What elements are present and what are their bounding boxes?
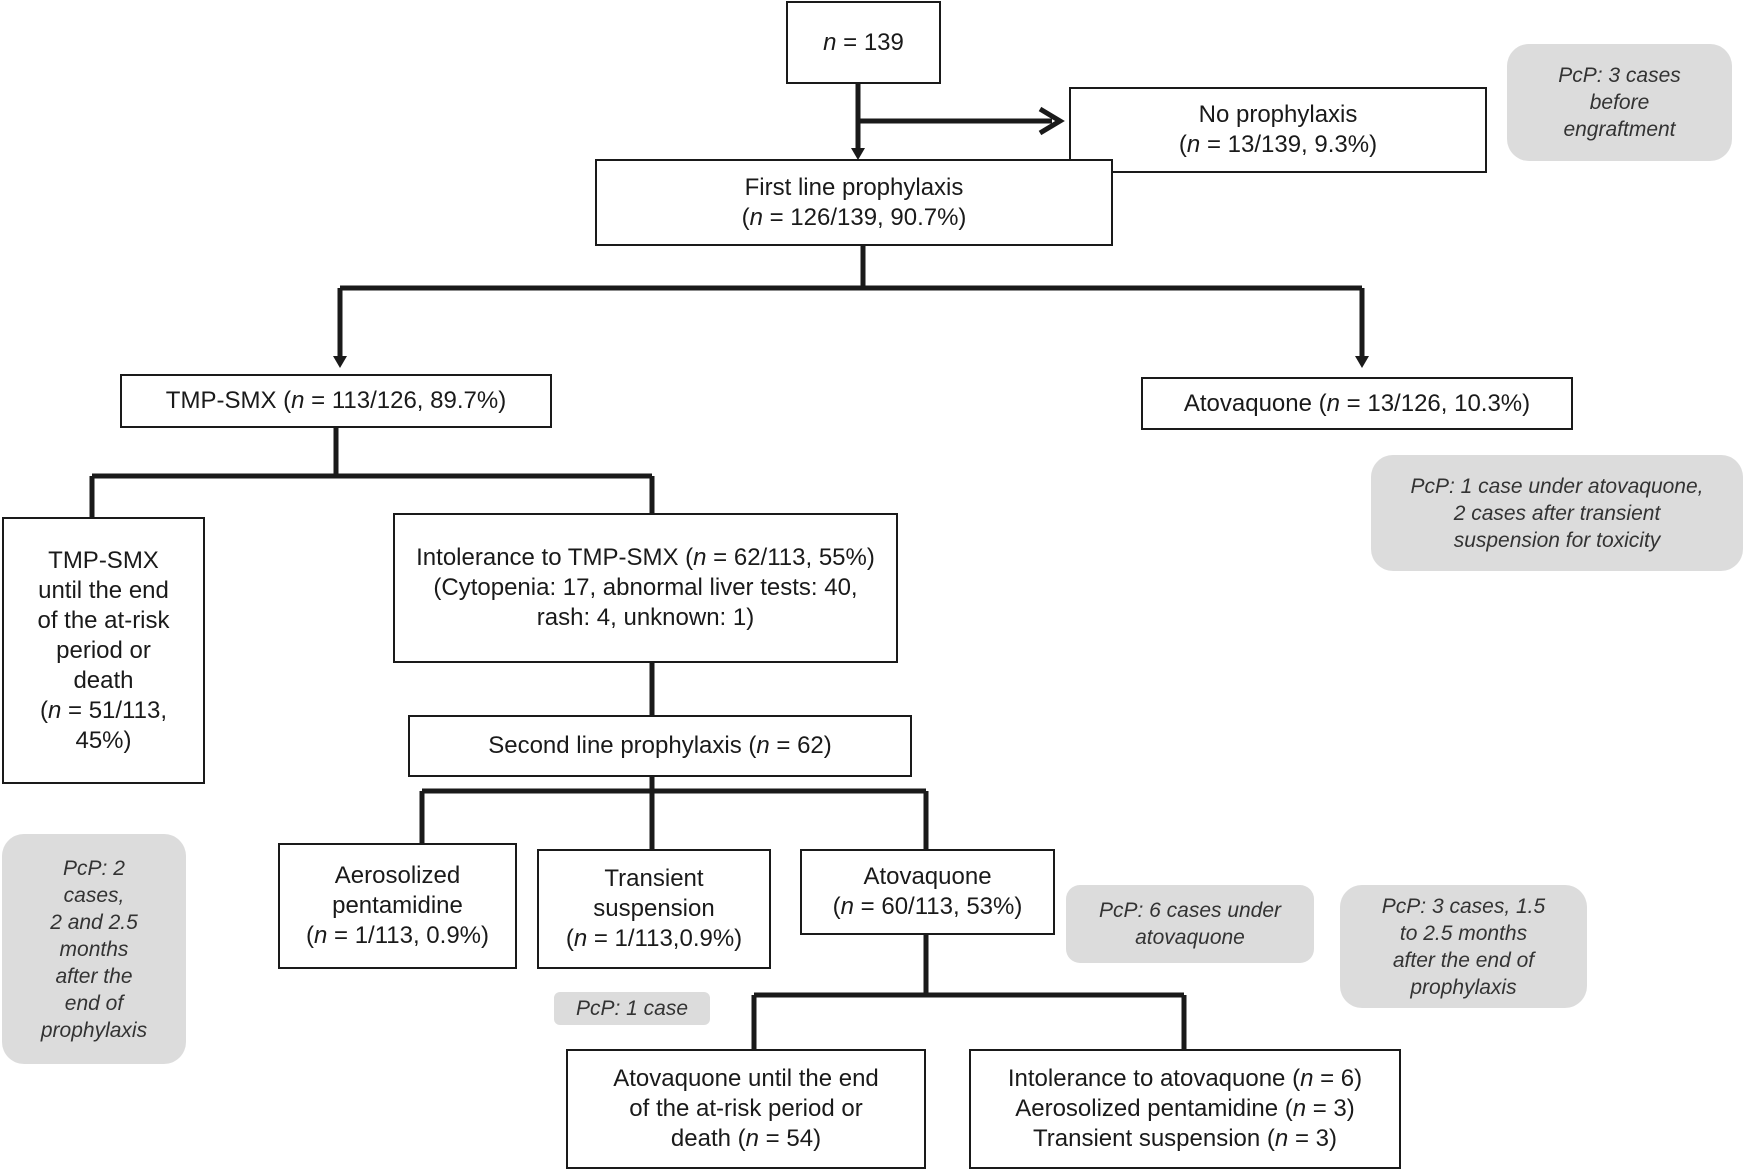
note-after-atovaquone-line-2: to 2.5 months: [1399, 921, 1528, 945]
transient-suspension-box: Transient suspension (n = 1/113,0.9%): [537, 849, 771, 969]
aerosolized-line-2: pentamidine: [332, 892, 463, 919]
transient-line-1: Transient: [604, 865, 704, 892]
first-line-box: First line prophylaxis (n = 126/139, 90.…: [595, 159, 1113, 246]
aerosolized-line-3: (n = 1/113, 0.9%): [305, 922, 490, 949]
transient-line-2: suspension: [593, 895, 715, 922]
arrowhead-first-line: [851, 148, 865, 160]
note-after-tmp-smx-line-4: months: [59, 937, 129, 961]
tmp-smx-until-end-line-5: death: [73, 666, 134, 694]
atovaquone-first-label: Atovaquone (n = 13/126, 10.3%): [1183, 389, 1531, 417]
note-after-atovaquone-line-1: PcP: 3 cases, 1.5: [1381, 894, 1546, 918]
aerosolized-line-1: Aerosolized: [334, 862, 461, 889]
intolerance-tmp-smx-line-1: Intolerance to TMP-SMX (n = 62/113, 55%): [416, 544, 875, 571]
atovaquone-second-line-2: (n = 60/113, 53%): [832, 893, 1023, 920]
intolerance-atovaquone-box: Intolerance to atovaquone (n = 6) Aeroso…: [969, 1049, 1401, 1169]
note-under-atovaquone-line-1: PcP: 6 cases under: [1098, 899, 1282, 922]
note-after-atovaquone-line-3: after the end of: [1392, 948, 1535, 972]
note-transient-suspension-line-1: PcP: 1 case: [575, 997, 689, 1020]
first-line-count: (n = 126/139, 90.7%): [741, 203, 967, 231]
tmp-smx-until-end-line-6: (n = 51/113,: [39, 696, 167, 724]
first-line-title: First line prophylaxis: [744, 173, 964, 201]
note-atovaquone-first-line-1: PcP: 1 case under atovaquone,: [1410, 474, 1704, 498]
tmp-smx-until-end-line-2: until the end: [38, 576, 169, 604]
tmp-smx-until-end-line-7: 45%): [75, 726, 132, 754]
aerosolized-pentamidine-box: Aerosolized pentamidine (n = 1/113, 0.9%…: [278, 843, 517, 969]
note-before-engraftment-line-3: engraftment: [1563, 118, 1676, 141]
arrowhead-no-prophylaxis: [1038, 106, 1065, 136]
note-transient-suspension: PcP: 1 case: [554, 992, 710, 1025]
note-after-tmp-smx-line-7: prophylaxis: [40, 1018, 148, 1042]
note-after-tmp-smx: PcP: 2 cases, 2 and 2.5 months after the…: [2, 834, 186, 1064]
note-after-atovaquone-line-4: prophylaxis: [1410, 975, 1517, 999]
root-count: n = 139: [823, 28, 904, 56]
atovaquone-second-line-1: Atovaquone: [863, 863, 992, 890]
note-after-tmp-smx-line-5: after the: [55, 964, 133, 988]
note-under-atovaquone-line-2: atovaquone: [1135, 926, 1245, 949]
tmp-smx-until-end-line-1: TMP-SMX: [48, 546, 159, 574]
intolerance-atovaquone-line-1: Intolerance to atovaquone (n = 6): [1007, 1065, 1363, 1092]
no-prophylaxis-title: No prophylaxis: [1198, 101, 1358, 128]
note-after-tmp-smx-line-1: PcP: 2: [63, 856, 125, 880]
intolerance-atovaquone-line-2: Aerosolized pentamidine (n = 3): [1015, 1095, 1355, 1122]
atovaquone-until-end-line-3: death (n = 54): [670, 1125, 822, 1152]
tmp-smx-label: TMP-SMX (n = 113/126, 89.7%): [165, 387, 507, 414]
intolerance-atovaquone-line-3: Transient suspension (n = 3): [1033, 1125, 1337, 1152]
note-atovaquone-first-line-3: suspension for toxicity: [1453, 528, 1661, 552]
note-before-engraftment: PcP: 3 cases before engraftment: [1507, 44, 1732, 161]
tmp-smx-until-end-line-4: period or: [56, 636, 151, 664]
arrowhead-atovaquone-first: [1355, 356, 1369, 368]
note-under-atovaquone: PcP: 6 cases under atovaquone: [1066, 885, 1314, 963]
note-after-tmp-smx-line-6: end of: [64, 991, 124, 1015]
note-after-tmp-smx-line-2: cases,: [63, 883, 125, 907]
second-line-label: Second line prophylaxis (n = 62): [488, 732, 832, 759]
atovaquone-first-box: Atovaquone (n = 13/126, 10.3%): [1141, 377, 1573, 430]
note-atovaquone-first-line-2: 2 cases after transient: [1453, 501, 1661, 525]
intolerance-tmp-smx-line-2: (Cytopenia: 17, abnormal liver tests: 40…: [433, 574, 858, 601]
tmp-smx-box: TMP-SMX (n = 113/126, 89.7%): [120, 374, 552, 428]
second-line-box: Second line prophylaxis (n = 62): [408, 715, 912, 777]
intolerance-tmp-smx-box: Intolerance to TMP-SMX (n = 62/113, 55%)…: [393, 513, 898, 663]
note-before-engraftment-line-1: PcP: 3 cases: [1558, 64, 1681, 87]
atovaquone-until-end-line-1: Atovaquone until the end: [613, 1065, 879, 1092]
atovaquone-second-box: Atovaquone (n = 60/113, 53%): [800, 849, 1055, 935]
intolerance-tmp-smx-line-3: rash: 4, unknown: 1): [536, 604, 755, 631]
arrowhead-tmp-smx: [333, 356, 347, 368]
note-before-engraftment-line-2: before: [1589, 91, 1650, 114]
atovaquone-until-end-line-2: of the at-risk period or: [629, 1095, 863, 1122]
transient-line-3: (n = 1/113,0.9%): [565, 925, 743, 952]
note-after-tmp-smx-line-3: 2 and 2.5: [50, 910, 138, 934]
no-prophylaxis-box: No prophylaxis (n = 13/139, 9.3%): [1069, 87, 1487, 173]
note-after-atovaquone: PcP: 3 cases, 1.5 to 2.5 months after th…: [1340, 885, 1587, 1008]
note-atovaquone-first: PcP: 1 case under atovaquone, 2 cases af…: [1371, 455, 1743, 571]
tmp-smx-until-end-box: TMP-SMX until the end of the at-risk per…: [2, 517, 205, 784]
tmp-smx-until-end-line-3: of the at-risk: [37, 606, 170, 634]
root-box: n = 139: [786, 1, 941, 84]
atovaquone-until-end-box: Atovaquone until the end of the at-risk …: [566, 1049, 926, 1169]
no-prophylaxis-count: (n = 13/139, 9.3%): [1178, 131, 1378, 158]
